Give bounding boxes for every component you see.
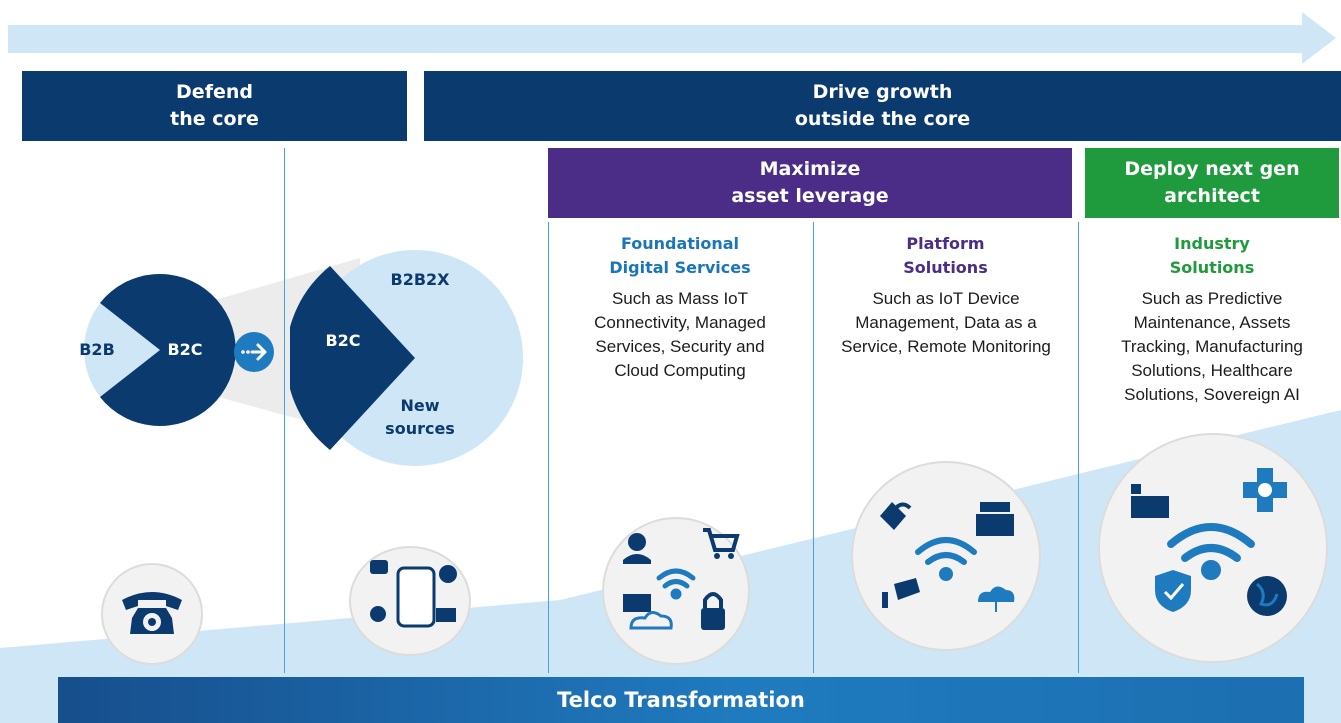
laptop-cloud-icon — [623, 594, 673, 630]
label-b2b: B2B — [79, 340, 115, 359]
platform-title-line2: Solutions — [903, 258, 988, 277]
top-progress-arrow — [8, 12, 1336, 64]
smartphone-social-icon — [370, 560, 457, 628]
divider-1 — [284, 148, 285, 673]
column-platform-title: Platform Solutions — [818, 232, 1073, 280]
column-industry-title: Industry Solutions — [1085, 232, 1339, 280]
telco-transformation-bar: Telco Transformation — [58, 677, 1304, 723]
column-foundational-title: Foundational Digital Services — [555, 232, 805, 280]
header-deploy-line2: architect — [1164, 185, 1260, 207]
wifi-icon — [915, 537, 977, 581]
cart-icon — [703, 528, 740, 559]
desc-line: Service, Remote Monitoring — [841, 337, 1051, 356]
new-sources-line1: New — [400, 396, 440, 415]
header-defend-core: Defend the core — [22, 71, 407, 141]
divider-4 — [1078, 222, 1079, 673]
cloud-network-icon — [978, 586, 1015, 612]
telephone-icon — [122, 592, 182, 634]
desc-line: Solutions, Healthcare — [1131, 361, 1293, 380]
telephone-circle — [101, 563, 203, 665]
header-deploy-next-gen: Deploy next gen architect — [1085, 148, 1339, 218]
header-drive-line1: Drive growth — [812, 81, 953, 103]
globe-icon — [1247, 576, 1287, 616]
new-sources-line2: sources — [385, 419, 455, 438]
header-maximize-line2: asset leverage — [731, 185, 889, 207]
industry-icons-circle — [1098, 433, 1328, 663]
divider-2 — [548, 222, 549, 673]
header-defend-line2: the core — [170, 108, 259, 130]
core-pie-chart — [84, 274, 236, 426]
desc-line: Maintenance, Assets — [1133, 313, 1291, 332]
header-deploy-line1: Deploy next gen — [1124, 158, 1300, 180]
desc-line: Such as Mass IoT — [611, 289, 749, 308]
desc-line: Tracking, Manufacturing — [1121, 337, 1303, 356]
desc-line: Cloud Computing — [614, 361, 746, 380]
arrow-right-icon — [234, 332, 274, 372]
foundational-title-line2: Digital Services — [609, 258, 751, 277]
platform-title-line1: Platform — [906, 234, 985, 253]
growth-pie-chart — [290, 250, 523, 466]
header-maximize-line1: Maximize — [759, 158, 861, 180]
footer-label: Telco Transformation — [557, 688, 805, 712]
desc-line: Connectivity, Managed — [594, 313, 766, 332]
wifi-icon — [656, 568, 696, 600]
lock-icon — [701, 592, 725, 630]
factory-icon — [1131, 484, 1169, 518]
foundational-icons-circle — [602, 517, 750, 665]
smartphone-social-circle — [349, 546, 471, 656]
pie-b2c-new-slice — [290, 266, 415, 450]
label-b2b2x: B2B2X — [390, 270, 450, 289]
desc-line: Such as IoT Device — [872, 289, 1020, 308]
pie-b2c-slice — [100, 274, 236, 426]
industry-title-line1: Industry — [1174, 234, 1250, 253]
desc-line: Services, Security and — [595, 337, 765, 356]
header-maximize-asset: Maximize asset leverage — [548, 148, 1072, 218]
header-drive-growth: Drive growth outside the core — [424, 71, 1341, 141]
satellite-icon — [880, 502, 912, 530]
foundational-title-line1: Foundational — [620, 234, 740, 253]
platform-icons-circle — [851, 461, 1041, 651]
divider-3 — [813, 222, 814, 673]
industry-title-line2: Solutions — [1169, 258, 1255, 277]
desc-line: Such as Predictive — [1141, 289, 1283, 308]
wifi-icon — [1167, 523, 1255, 580]
cctv-camera-icon — [882, 578, 920, 608]
column-foundational-desc: Such as Mass IoT Connectivity, Managed S… — [555, 287, 805, 383]
header-defend-line1: Defend — [176, 81, 253, 103]
growth-wedge — [0, 410, 1341, 723]
header-drive-line2: outside the core — [794, 108, 971, 130]
desc-line: Management, Data as a — [855, 313, 1037, 332]
desc-line: Solutions, Sovereign AI — [1124, 385, 1300, 404]
shield-check-icon — [1155, 570, 1191, 612]
cash-register-icon — [976, 502, 1014, 536]
column-platform-desc: Such as IoT Device Management, Data as a… — [816, 287, 1076, 359]
label-b2c-left: B2C — [167, 340, 203, 359]
label-new-sources: New sources — [380, 394, 460, 440]
column-industry-desc: Such as Predictive Maintenance, Assets T… — [1085, 287, 1339, 407]
medical-cross-icon — [1243, 468, 1287, 512]
headset-agent-icon — [623, 533, 651, 564]
label-b2c-right: B2C — [325, 331, 361, 350]
